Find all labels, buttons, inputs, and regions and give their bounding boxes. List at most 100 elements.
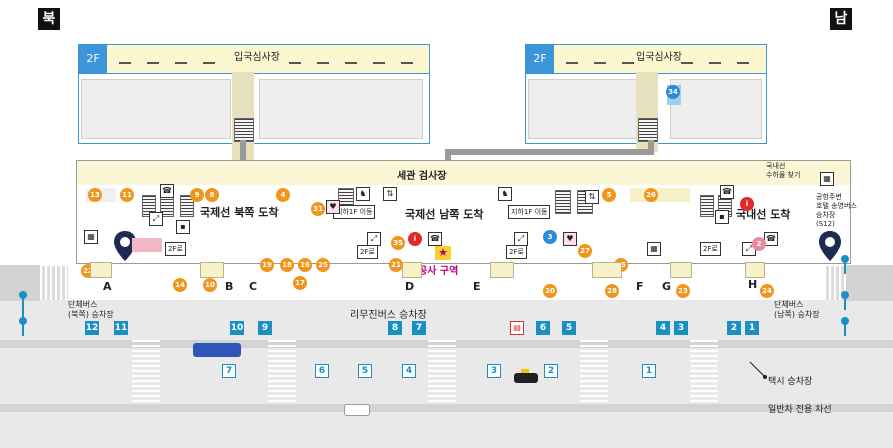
facility-16[interactable]: 16 [298, 258, 312, 272]
taxi-sign [521, 369, 529, 373]
bus-lane [0, 300, 893, 340]
basement-link[interactable]: 지하1F 이동 [333, 205, 376, 219]
gate-g[interactable]: G [662, 280, 672, 293]
pink-marker [132, 238, 162, 252]
facility-26[interactable]: 26 [644, 188, 658, 202]
taxi-stop-6[interactable]: 6 [315, 364, 329, 378]
gate-b[interactable]: B [225, 280, 234, 293]
bus-stop-10[interactable]: 10 [230, 321, 244, 335]
customs-area: 세관 검사장 [76, 160, 851, 187]
facility-24[interactable]: 24 [760, 284, 774, 298]
bus-stop-7[interactable]: 7 [412, 321, 426, 335]
taxi-stop-7[interactable]: 7 [222, 364, 236, 378]
facility-17[interactable]: 17 [293, 276, 307, 290]
general-lane-label: 일반차 전용 차선 [768, 405, 832, 415]
taxi-stop-3[interactable]: 3 [487, 364, 501, 378]
stall [592, 262, 622, 278]
phone-icon: ☎ [428, 232, 442, 246]
crosswalk [690, 340, 718, 404]
north-arrivals-label: 국제선 북쪽 도착 [200, 206, 279, 219]
taxi-stop-2[interactable]: 2 [544, 364, 558, 378]
escalator-icon: ⤢ [149, 212, 163, 226]
stall [670, 262, 692, 278]
facility-11[interactable]: 11 [120, 188, 134, 202]
stairs [555, 190, 571, 214]
taxi-stop-1[interactable]: 1 [642, 364, 656, 378]
elevator-icon: ⇅ [585, 190, 599, 204]
bus-stop-9[interactable]: 9 [258, 321, 272, 335]
facility-28[interactable]: 28 [605, 284, 619, 298]
phone-icon: ☎ [720, 185, 734, 199]
bus-stop-11[interactable]: 11 [114, 321, 128, 335]
gate-h[interactable]: H [748, 278, 758, 291]
gate-f[interactable]: F [636, 280, 644, 293]
ticket-icon: ▦ [820, 172, 834, 186]
facility-31[interactable]: 31 [311, 202, 325, 216]
bus-stop-5[interactable]: 5 [562, 321, 576, 335]
to-2f[interactable]: 2F로 [700, 242, 721, 256]
facility-13[interactable]: 13 [88, 188, 102, 202]
bus-icon [193, 343, 241, 357]
facility-34-marker[interactable]: 34 [666, 85, 680, 99]
crosswalk [580, 340, 608, 404]
bus-stop-3[interactable]: 3 [674, 321, 688, 335]
construction-label: 공사 구역 [418, 266, 459, 277]
bus-stop-8[interactable]: 8 [388, 321, 402, 335]
gate-a[interactable]: A [103, 280, 112, 293]
ticket-icon: ▦ [647, 242, 661, 256]
crosswalk [824, 266, 846, 300]
atm-icon: ▪ [715, 210, 729, 224]
facility-8[interactable]: 8 [205, 188, 219, 202]
info-icon[interactable]: i [740, 197, 754, 211]
stall [90, 262, 112, 278]
gate-d[interactable]: D [405, 280, 415, 293]
taxi-stop-4[interactable]: 4 [402, 364, 416, 378]
north-label: 북 [38, 8, 60, 30]
customs-label: 세관 검사장 [397, 171, 447, 182]
escalator-icon: ⤢ [514, 232, 528, 246]
stall [402, 262, 422, 278]
general-lane [0, 412, 893, 448]
atm-icon: ▪ [176, 220, 190, 234]
facility-20[interactable]: 20 [543, 284, 557, 298]
facility-3[interactable]: 3 [543, 230, 557, 244]
facility-35[interactable]: 35 [391, 236, 405, 250]
floor-tag: 2F [526, 45, 554, 73]
bus-stop-2[interactable]: 2 [727, 321, 741, 335]
gate-e[interactable]: E [473, 280, 481, 293]
to-2f[interactable]: 2F로 [506, 245, 527, 259]
south-label: 남 [830, 8, 852, 30]
domestic-baggage-label: 국내선 수하물 찾기 [766, 162, 801, 179]
facility-25[interactable]: 25 [316, 258, 330, 272]
bus-stop-1[interactable]: 1 [745, 321, 759, 335]
facility-19[interactable]: 19 [260, 258, 274, 272]
bus-stop-12[interactable]: 12 [85, 321, 99, 335]
facility-5[interactable]: 5 [602, 188, 616, 202]
basement-link[interactable]: 지하1F 이동 [508, 205, 551, 219]
bus-stop-6[interactable]: 6 [536, 321, 550, 335]
gate-c[interactable]: C [249, 280, 258, 293]
hall-zone [630, 188, 690, 202]
stall [490, 262, 514, 278]
facility-9[interactable]: 9 [190, 188, 204, 202]
facility-21[interactable]: 21 [389, 258, 403, 272]
location-pin-south-icon [819, 231, 841, 261]
info-icon[interactable]: i [408, 232, 422, 246]
to-2f[interactable]: 2F로 [357, 245, 378, 259]
shuttle-south-label: 단체버스 (남쪽) 승차장 [774, 300, 820, 319]
facility-18[interactable]: 18 [280, 258, 294, 272]
bus-stop-4[interactable]: 4 [656, 321, 670, 335]
streetlight-icon [841, 317, 849, 336]
facility-10[interactable]: 10 [203, 278, 217, 292]
facility-23[interactable]: 23 [676, 284, 690, 298]
facility-27[interactable]: 27 [578, 244, 592, 258]
streetlight-icon [19, 317, 27, 336]
facility-14[interactable]: 14 [173, 278, 187, 292]
to-2f[interactable]: 2F로 [165, 242, 186, 256]
facility-2[interactable]: 2 [752, 237, 766, 251]
streetlight-icon [841, 291, 849, 310]
taxi-stop-5[interactable]: 5 [358, 364, 372, 378]
facility-4[interactable]: 4 [276, 188, 290, 202]
hotel-shuttle-label: 공항주변 호텔 송영버스 승차장 (S12) [816, 193, 857, 228]
ticket-icon: ▦ [84, 230, 98, 244]
